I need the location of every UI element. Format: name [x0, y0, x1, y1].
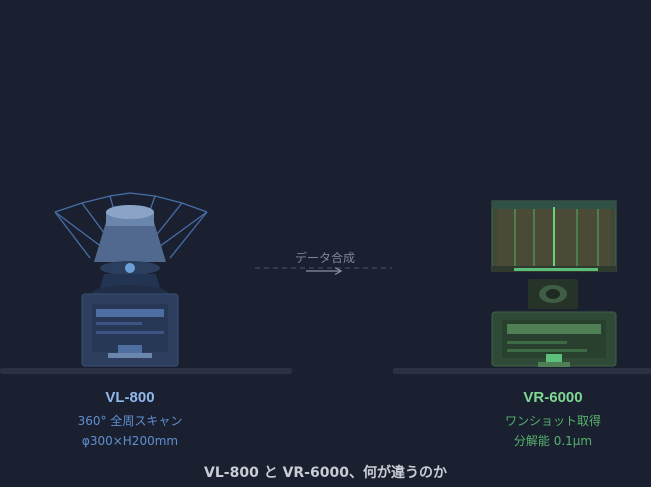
right-floor: [393, 368, 651, 374]
right-device-name: VR-6000: [523, 389, 583, 406]
left-device-spec-2: φ300×H200mm: [81, 434, 179, 448]
arrow-right-icon: [306, 266, 343, 276]
right-device-spec-1: ワンショット取得: [504, 414, 601, 428]
vr6000-profiler-icon: [491, 200, 617, 367]
diagram-caption: VL-800 と VR-6000、何が違うのか: [204, 465, 447, 481]
left-device-spec-1: 360° 全周スキャン: [77, 414, 183, 428]
right-device-spec-2: 分解能 0.1μm: [513, 434, 593, 448]
vl800-scanner-icon: [54, 192, 208, 367]
left-device-name: VL-800: [105, 389, 155, 406]
left-floor: [0, 368, 292, 374]
data-merge-label: データ合成: [294, 251, 355, 265]
